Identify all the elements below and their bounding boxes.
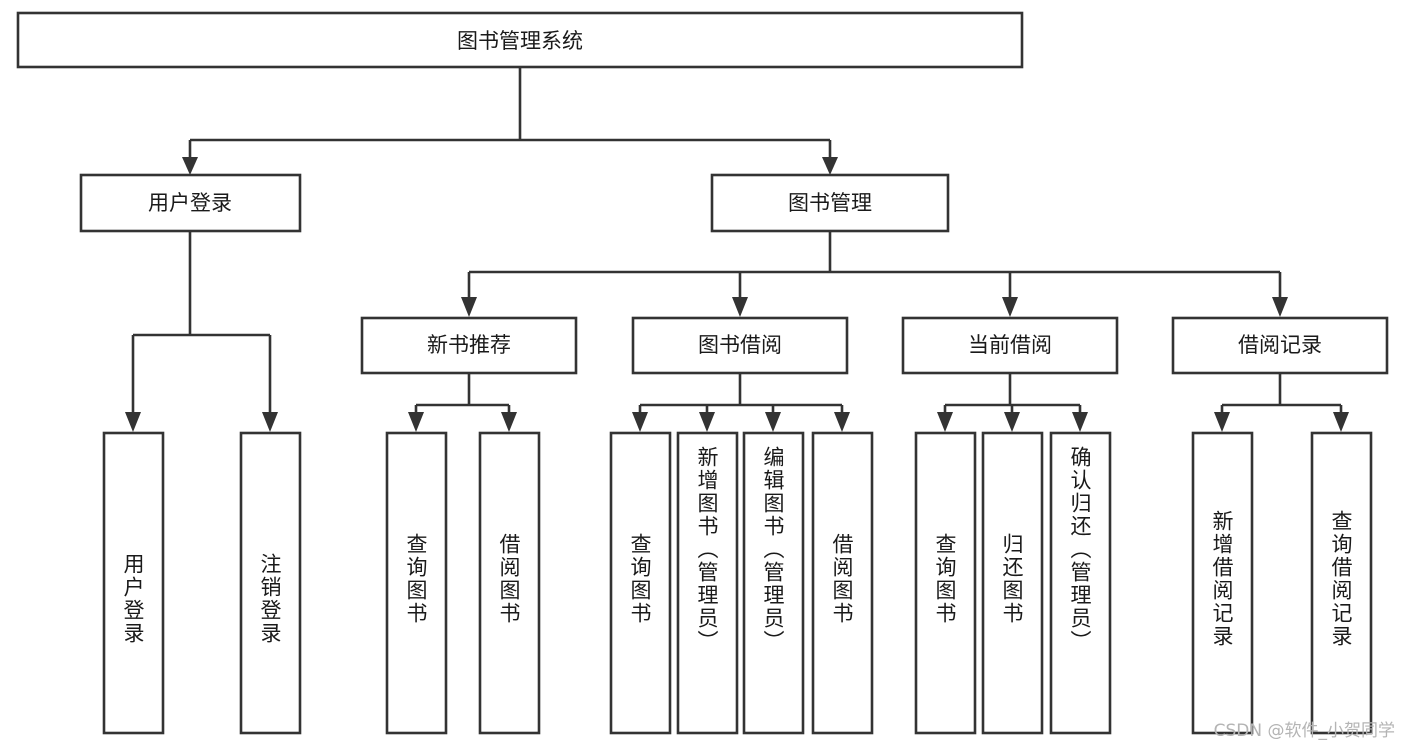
node-current-borrow-label: 当前借阅	[968, 333, 1052, 357]
node-book-borrow[interactable]: 图书借阅	[631, 316, 849, 375]
leaf-query-book-3-box	[914, 431, 977, 735]
leaf-add-record[interactable]: 新增借阅记录	[1191, 431, 1254, 735]
leaf-query-record[interactable]: 查询借阅记录	[1310, 431, 1373, 735]
node-new-book-recommend[interactable]: 新书推荐	[360, 316, 578, 375]
edge-root-to-level1	[182, 67, 838, 175]
leaf-add-book[interactable]: 新增图书（管理员）	[676, 431, 739, 735]
leaf-query-book-2-label: 查询图书	[628, 533, 652, 625]
arrow-to-borrow-record	[1272, 297, 1288, 317]
node-root[interactable]: 图书管理系统	[16, 11, 1024, 69]
leaf-edit-book-box	[742, 431, 805, 735]
arrow-ul-leaf1	[125, 412, 141, 432]
arrow-bb-leaf3	[765, 412, 781, 432]
arrow-br-leaf1	[1214, 412, 1230, 432]
leaf-borrow-book-1[interactable]: 借阅图书	[478, 431, 541, 735]
arrow-to-new-book	[461, 297, 477, 317]
node-new-book-recommend-label: 新书推荐	[427, 333, 511, 357]
leaf-add-book-box	[676, 431, 739, 735]
leaf-add-book-label: 新增图书（管理员）	[695, 446, 719, 653]
leaf-user-logout[interactable]: 注销登录	[239, 431, 302, 735]
arrow-bb-leaf4	[834, 412, 850, 432]
arrow-bb-leaf2	[699, 412, 715, 432]
arrow-cb-leaf3	[1072, 412, 1088, 432]
arrow-to-book-borrow	[732, 297, 748, 317]
leaf-query-book-1-box	[385, 431, 448, 735]
leaf-user-logout-box	[239, 431, 302, 735]
leaf-edit-book-label: 编辑图书（管理员）	[761, 446, 785, 653]
leaf-confirm-return[interactable]: 确认归还（管理员）	[1049, 431, 1112, 735]
edge-user-login-to-leaves	[125, 231, 278, 432]
leaf-user-login-label: 用户登录	[121, 553, 145, 645]
leaf-query-book-3-label: 查询图书	[933, 533, 957, 625]
leaf-query-record-box	[1310, 431, 1373, 735]
leaf-edit-book[interactable]: 编辑图书（管理员）	[742, 431, 805, 735]
leaf-return-book[interactable]: 归还图书	[981, 431, 1044, 735]
leaf-query-book-3[interactable]: 查询图书	[914, 431, 977, 735]
leaf-borrow-book-2-label: 借阅图书	[830, 533, 854, 625]
node-current-borrow[interactable]: 当前借阅	[901, 316, 1119, 375]
node-book-borrow-label: 图书借阅	[698, 333, 782, 357]
leaf-query-book-2-box	[609, 431, 672, 735]
node-root-box	[16, 11, 1024, 69]
leaf-confirm-return-label: 确认归还（管理员）	[1068, 446, 1092, 653]
arrow-to-current-borrow	[1002, 297, 1018, 317]
edge-book-manage-to-level2	[461, 231, 1288, 317]
node-book-manage-label: 图书管理	[788, 191, 872, 215]
arrow-bb-leaf1	[632, 412, 648, 432]
leaf-return-book-label: 归还图书	[1000, 533, 1024, 625]
leaf-query-book-1-label: 查询图书	[404, 533, 428, 625]
node-book-borrow-box	[631, 316, 849, 375]
arrow-nb-leaf2	[501, 412, 517, 432]
node-borrow-record[interactable]: 借阅记录	[1171, 316, 1389, 375]
arrow-to-user-login	[182, 157, 198, 175]
leaf-return-book-box	[981, 431, 1044, 735]
arrow-ul-leaf2	[262, 412, 278, 432]
arrow-br-leaf2	[1333, 412, 1349, 432]
arrow-cb-leaf1	[937, 412, 953, 432]
leaf-confirm-return-box	[1049, 431, 1112, 735]
leaf-add-record-label: 新增借阅记录	[1210, 510, 1234, 648]
node-new-book-recommend-box	[360, 316, 578, 375]
node-user-login[interactable]: 用户登录	[79, 173, 302, 233]
edge-current-borrow-to-leaves	[937, 373, 1088, 432]
arrow-nb-leaf1	[408, 412, 424, 432]
leaf-query-book-1[interactable]: 查询图书	[385, 431, 448, 735]
edge-new-book-to-leaves	[408, 373, 517, 432]
node-book-manage[interactable]: 图书管理	[710, 173, 950, 233]
node-borrow-record-box	[1171, 316, 1389, 375]
arrow-to-book-manage	[822, 157, 838, 175]
node-user-login-label: 用户登录	[148, 191, 232, 215]
node-current-borrow-box	[901, 316, 1119, 375]
leaf-add-record-box	[1191, 431, 1254, 735]
leaf-borrow-book-1-box	[478, 431, 541, 735]
node-borrow-record-label: 借阅记录	[1238, 333, 1322, 357]
node-root-label: 图书管理系统	[457, 29, 583, 53]
leaf-query-book-2[interactable]: 查询图书	[609, 431, 672, 735]
leaf-user-login-box	[102, 431, 165, 735]
leaf-query-record-label: 查询借阅记录	[1329, 510, 1353, 648]
arrow-cb-leaf2	[1004, 412, 1020, 432]
edge-borrow-record-to-leaves	[1214, 373, 1349, 432]
leaf-borrow-book-2-box	[811, 431, 874, 735]
leaf-borrow-book-2[interactable]: 借阅图书	[811, 431, 874, 735]
leaf-user-login[interactable]: 用户登录	[102, 431, 165, 735]
edge-book-borrow-to-leaves	[632, 373, 850, 432]
node-book-manage-box	[710, 173, 950, 233]
leaf-borrow-book-1-label: 借阅图书	[497, 533, 521, 625]
leaf-user-logout-label: 注销登录	[258, 553, 282, 645]
